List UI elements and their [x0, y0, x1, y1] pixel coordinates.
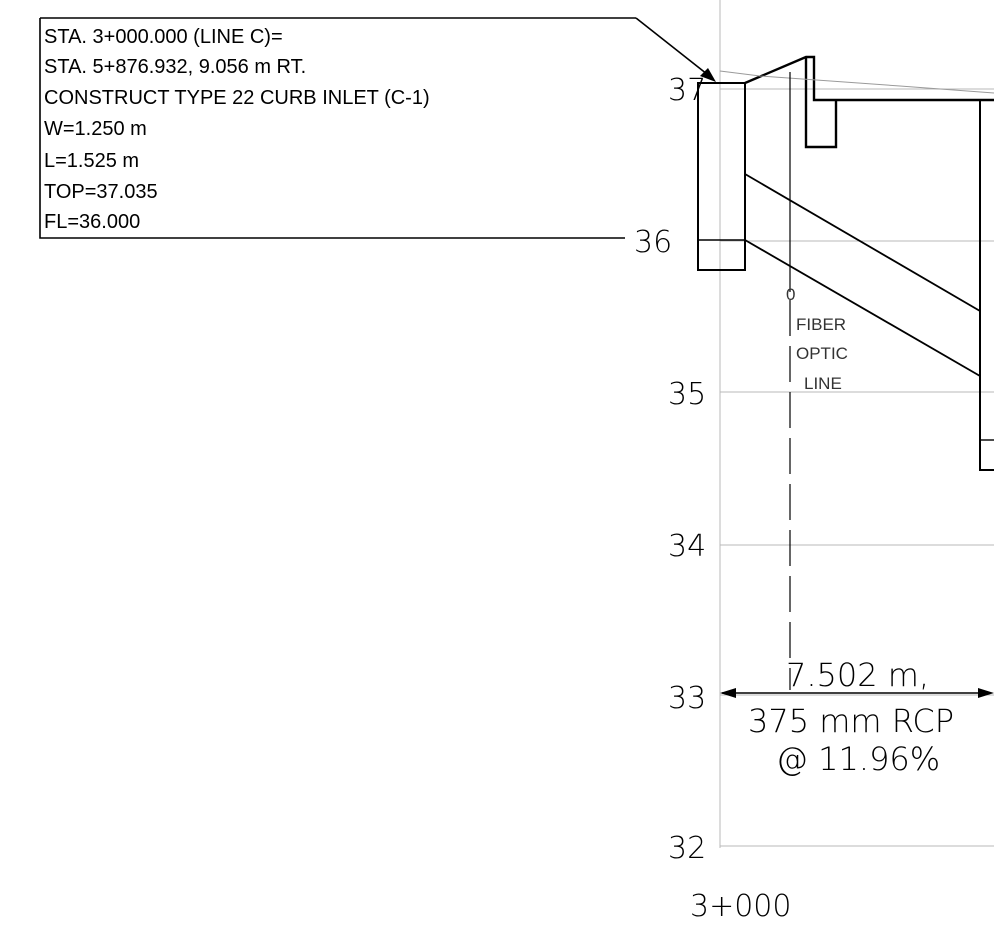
elevation-label-35: 35 — [668, 377, 706, 412]
callout-line-3: CONSTRUCT TYPE 22 CURB INLET (C-1) — [44, 87, 430, 109]
callout-line-4: W=1.250 m — [44, 118, 147, 140]
curb-section — [804, 57, 838, 149]
elevation-label-37: 37 — [668, 73, 706, 108]
elevation-label-32: 32 — [668, 831, 706, 866]
callout-line-1: STA. 3+000.000 (LINE C)= — [44, 26, 283, 48]
curb-inlet-structure — [697, 82, 746, 271]
elevation-label-36: 36 — [634, 225, 672, 260]
station-label: 3+000 — [690, 889, 791, 924]
callout-line-7: FL=36.000 — [44, 211, 140, 233]
pipe-slope-label: @ 11.96% — [776, 740, 940, 778]
callout-leader — [635, 17, 713, 79]
downstream-structure — [979, 100, 994, 471]
elevation-label-34: 34 — [668, 529, 706, 564]
ground-profile — [744, 55, 994, 102]
dimension-arrow-left — [720, 688, 736, 698]
leader-arrowhead — [700, 68, 716, 82]
utility-marker: 0 — [786, 285, 795, 304]
utility-label-line-1: FIBER — [796, 315, 846, 334]
pipe-invert — [744, 239, 981, 377]
pipe-length-label: 7.502 m, — [786, 656, 929, 694]
pipe-size-label: 375 mm RCP — [748, 702, 954, 740]
utility-label-line-2: OPTIC — [796, 344, 848, 363]
callout-frame — [39, 18, 625, 239]
utility-label-line-3: LINE — [804, 374, 842, 393]
elevation-label-33: 33 — [668, 681, 706, 716]
existing-ground-line — [719, 70, 994, 94]
dimension-arrow-right — [978, 688, 994, 698]
pipe-crown — [744, 173, 981, 312]
callout-line-6: TOP=37.035 — [44, 181, 158, 203]
callout-line-5: L=1.525 m — [44, 150, 139, 172]
callout-line-2: STA. 5+876.932, 9.056 m RT. — [44, 56, 306, 78]
